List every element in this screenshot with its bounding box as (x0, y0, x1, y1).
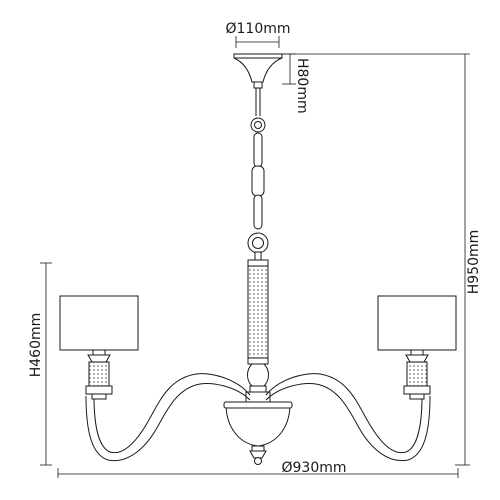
arm-height-dimension: H460mm (28, 262, 52, 466)
canopy-diameter-dimension: Ø110mm (225, 21, 291, 48)
suspension-chain (247, 88, 269, 261)
left-lamp-holder (88, 361, 110, 387)
canopy-height-label: H80mm (294, 58, 310, 114)
right-arm (265, 373, 431, 462)
right-lamp-holder (406, 361, 428, 387)
arm-height-label: H460mm (28, 313, 44, 378)
canopy-diameter-label: Ø110mm (225, 21, 290, 37)
right-lamp (377, 295, 457, 400)
left-arm (85, 373, 251, 462)
right-lamp-shade (377, 295, 457, 351)
ceiling-canopy (233, 53, 283, 89)
total-height-dimension: H950mm (282, 53, 482, 466)
overall-diameter-label: Ø930mm (281, 460, 346, 476)
total-height-label: H950mm (466, 230, 482, 295)
canopy-height-dimension: H80mm (282, 53, 310, 114)
left-lamp-shade (59, 295, 139, 351)
bottom-bowl (223, 401, 293, 465)
left-lamp (59, 295, 139, 400)
central-column (245, 259, 271, 403)
overall-diameter-dimension: Ø930mm (57, 460, 459, 478)
